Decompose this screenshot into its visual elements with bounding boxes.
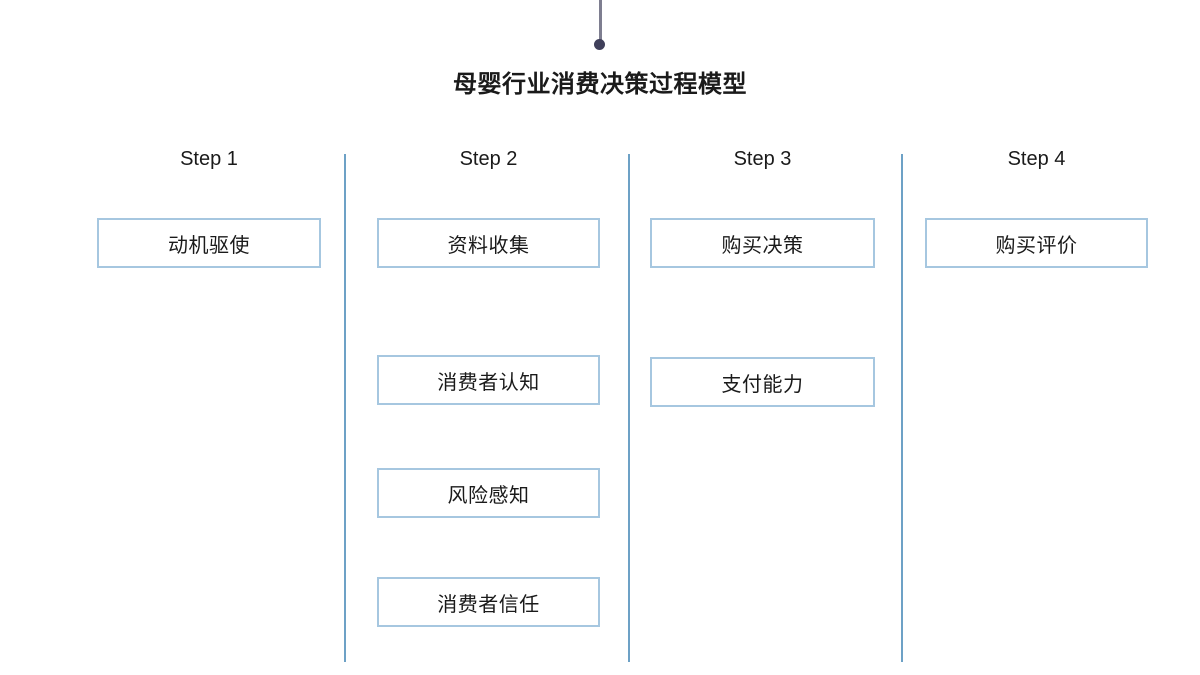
process-box-risk-perception: 风险感知 bbox=[377, 468, 600, 518]
page-title: 母婴行业消费决策过程模型 bbox=[453, 71, 747, 98]
process-box-purchase-evaluation: 购买评价 bbox=[925, 218, 1148, 268]
connector-line bbox=[599, 0, 602, 40]
column-divider-2 bbox=[628, 154, 630, 662]
connector-dot-icon bbox=[594, 39, 605, 50]
column-divider-1 bbox=[344, 154, 346, 662]
process-box-info-collection: 资料收集 bbox=[377, 218, 600, 268]
step-header-1: Step 1 bbox=[180, 148, 238, 170]
process-box-consumer-cognition: 消费者认知 bbox=[377, 355, 600, 405]
process-box-purchase-decision: 购买决策 bbox=[650, 218, 875, 268]
step-header-2: Step 2 bbox=[459, 148, 518, 170]
process-box-consumer-trust: 消费者信任 bbox=[377, 577, 600, 627]
process-box-motivation: 动机驱使 bbox=[97, 218, 321, 268]
step-header-3: Step 3 bbox=[733, 148, 792, 170]
step-header-4: Step 4 bbox=[1007, 148, 1066, 170]
process-box-payment-ability: 支付能力 bbox=[650, 357, 875, 407]
column-divider-3 bbox=[901, 154, 903, 662]
